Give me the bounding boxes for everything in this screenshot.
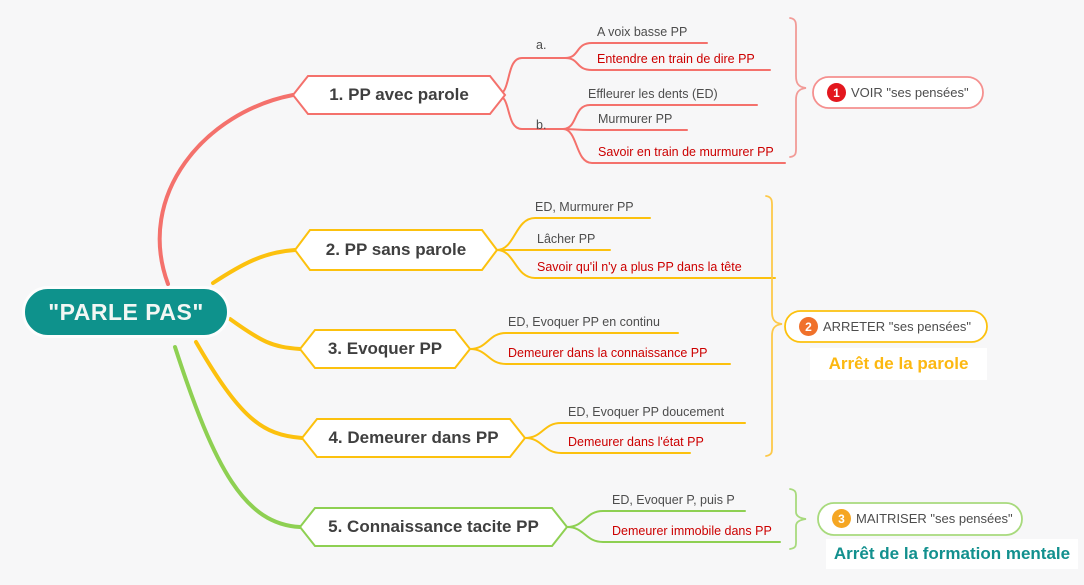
- branch-curve-3: [228, 317, 302, 351]
- topic-hexagon-5[interactable]: [298, 507, 569, 547]
- summary-label-arreter: ARRETER "ses pensées": [823, 319, 971, 334]
- caption-arret-parole: Arrêt de la parole: [810, 348, 987, 380]
- caption-arret-formation-mentale: Arrêt de la formation mentale: [826, 539, 1078, 569]
- child-item[interactable]: Lâcher PP: [537, 232, 596, 246]
- branch-curve-5: [173, 345, 302, 529]
- child-item[interactable]: Entendre en train de dire PP: [597, 52, 755, 66]
- topic-hexagon-3[interactable]: [298, 329, 472, 369]
- summary-node-arreter[interactable]: [784, 310, 988, 343]
- brace-arreter: [765, 195, 783, 457]
- topic-label-1: 1. PP avec parole: [329, 85, 469, 104]
- group-label-b: b.: [536, 118, 547, 132]
- child-item[interactable]: ED, Murmurer PP: [535, 200, 634, 214]
- branch-curve-1: [157, 93, 295, 286]
- child-item[interactable]: ED, Evoquer PP en continu: [508, 315, 660, 329]
- child-item[interactable]: ED, Evoquer PP doucement: [568, 405, 725, 419]
- child-item[interactable]: A voix basse PP: [597, 25, 688, 39]
- child-item[interactable]: ED, Evoquer P, puis P: [612, 493, 735, 507]
- child-item[interactable]: Demeurer dans la connaissance PP: [508, 346, 708, 360]
- brace-maitriser: [789, 488, 807, 550]
- branch-3-child-wires: [469, 332, 731, 365]
- topic-hexagon-4[interactable]: [300, 418, 527, 458]
- topic-hexagon-2[interactable]: [293, 229, 499, 271]
- topic-label-2: 2. PP sans parole: [325, 240, 467, 259]
- summary-node-maitriser[interactable]: [817, 502, 1023, 536]
- root-label: "PARLE PAS": [48, 298, 204, 325]
- summary-badge-2: 2: [799, 317, 818, 336]
- topic-label-3: 3. Evoquer PP: [327, 339, 443, 358]
- child-item[interactable]: Effleurer les dents (ED): [588, 87, 718, 101]
- summary-node-voir[interactable]: [812, 76, 984, 109]
- child-item[interactable]: Savoir qu'il n'y a plus PP dans la tête: [537, 260, 742, 274]
- branch-2-child-wires: [496, 217, 776, 279]
- topic-label-4: 4. Demeurer dans PP: [328, 428, 499, 447]
- topic-hexagon-1[interactable]: [291, 75, 507, 115]
- child-item[interactable]: Murmurer PP: [598, 112, 673, 126]
- group-label-a: a.: [536, 38, 547, 52]
- brace-voir: [789, 17, 807, 158]
- root-node[interactable]: "PARLE PAS": [22, 286, 230, 338]
- summary-badge-1: 1: [827, 83, 846, 102]
- summary-label-voir: VOIR "ses pensées": [851, 85, 969, 100]
- child-item[interactable]: Savoir en train de murmurer PP: [598, 145, 774, 159]
- summary-badge-3: 3: [832, 509, 851, 528]
- child-item[interactable]: Demeurer immobile dans PP: [612, 524, 772, 538]
- topic-label-5: 5. Connaissance tacite PP: [328, 517, 539, 536]
- branch-5-child-wires: [566, 510, 781, 543]
- summary-label-maitriser: MAITRISER "ses pensées": [856, 511, 1013, 526]
- branch-curve-4: [194, 340, 304, 440]
- branch-4-child-wires: [524, 422, 746, 454]
- branch-curve-2: [211, 248, 297, 285]
- child-item[interactable]: Demeurer dans l'état PP: [568, 435, 704, 449]
